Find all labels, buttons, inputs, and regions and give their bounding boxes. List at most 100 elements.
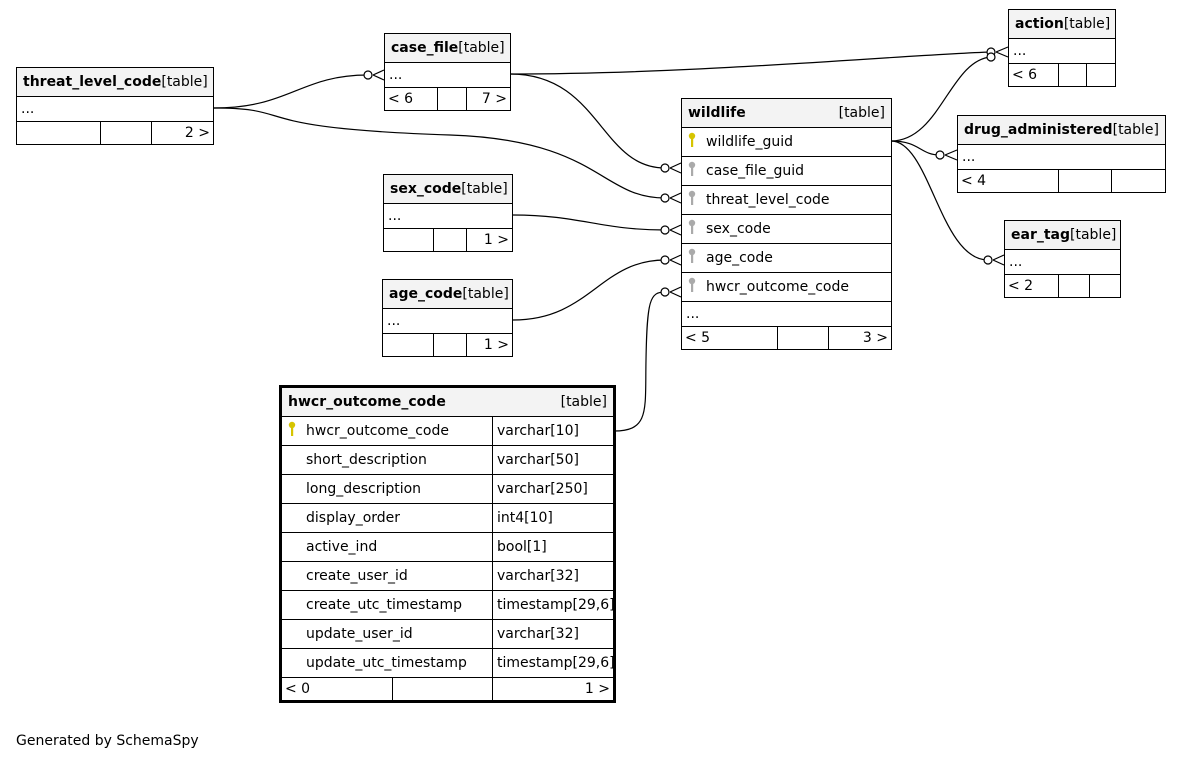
table-header: case_file [table]: [385, 34, 510, 63]
footer-right: [1087, 64, 1115, 86]
table-footer: 2 >: [17, 122, 213, 144]
link-outcome-wildlife: [613, 291, 666, 432]
column-type: timestamp[29,6]: [492, 591, 615, 619]
column-name: wildlife_guid: [706, 134, 793, 150]
table-kind: [table]: [461, 181, 508, 197]
footer-mid: [101, 122, 152, 144]
column-type: int4[10]: [492, 504, 613, 532]
footer-mid: [1059, 170, 1112, 192]
footer-right: [1112, 170, 1165, 192]
table-name: sex_code: [390, 181, 462, 197]
column-type: varchar[50]: [492, 446, 613, 474]
table-case-file[interactable]: case_file [table] ... < 6 7 >: [384, 33, 511, 111]
column-name: update_user_id: [306, 626, 413, 642]
column-row[interactable]: create_user_id varchar[32]: [282, 562, 613, 591]
link-casefile-wildlife: [509, 73, 666, 169]
column-type: bool[1]: [492, 533, 613, 561]
link-sex-wildlife: [512, 214, 666, 231]
footer-mid: [393, 678, 493, 700]
table-sex-code[interactable]: sex_code [table] ... 1 >: [383, 174, 513, 252]
footer-mid: [1059, 64, 1087, 86]
table-footer: 1 >: [383, 334, 512, 356]
column-name: short_description: [306, 452, 427, 468]
column-row[interactable]: age_code: [682, 244, 891, 273]
table-kind: [table]: [838, 105, 885, 121]
table-kind: [table]: [1063, 16, 1111, 32]
column-row[interactable]: case_file_guid: [682, 157, 891, 186]
columns-ellipsis: ...: [383, 309, 512, 334]
table-wildlife[interactable]: wildlife [table] wildlife_guid case_file…: [681, 98, 892, 350]
column-row[interactable]: wildlife_guid: [682, 128, 891, 157]
column-name: sex_code: [706, 221, 771, 237]
columns-ellipsis: ...: [17, 97, 213, 122]
table-name: threat_level_code: [23, 74, 162, 90]
primary-key-icon: [682, 132, 702, 152]
table-threat-level-code[interactable]: threat_level_code [table] ... 2 >: [16, 67, 214, 145]
columns-ellipsis: ...: [682, 302, 891, 327]
foreign-key-icon: [682, 277, 702, 297]
foreign-key-icon: [682, 190, 702, 210]
column-type: varchar[32]: [492, 562, 613, 590]
table-age-code[interactable]: age_code [table] ... 1 >: [382, 279, 513, 357]
foreign-key-icon: [682, 161, 702, 181]
column-row[interactable]: long_description varchar[250]: [282, 475, 613, 504]
footer-mid: [778, 327, 829, 349]
table-name: age_code: [389, 286, 463, 302]
column-row[interactable]: hwcr_outcome_code varchar[10]: [282, 417, 613, 446]
column-name: hwcr_outcome_code: [306, 423, 449, 439]
footer-left: < 6: [385, 88, 438, 110]
table-footer: < 6 7 >: [385, 88, 510, 110]
footer-mid: [438, 88, 467, 110]
table-footer: < 2: [1005, 275, 1120, 297]
table-kind: [table]: [458, 40, 505, 56]
table-header: sex_code [table]: [384, 175, 512, 204]
column-row[interactable]: short_description varchar[50]: [282, 446, 613, 475]
table-drug-administered[interactable]: drug_administered [table] ... < 4: [957, 115, 1166, 193]
column-row[interactable]: create_utc_timestamp timestamp[29,6]: [282, 591, 615, 620]
table-name: hwcr_outcome_code: [288, 394, 446, 410]
footer-right: 7 >: [481, 91, 507, 107]
table-header: ear_tag [table]: [1005, 221, 1120, 250]
table-kind: [table]: [161, 74, 208, 90]
table-kind: [table]: [560, 394, 607, 410]
table-header: drug_administered [table]: [958, 116, 1165, 145]
column-name: threat_level_code: [706, 192, 830, 208]
link-casefile-action: [509, 51, 992, 75]
column-type: varchar[32]: [492, 620, 613, 648]
table-footer: < 6: [1009, 64, 1115, 86]
columns-ellipsis: ...: [958, 145, 1165, 170]
footer-left: [384, 229, 434, 251]
column-row[interactable]: update_user_id varchar[32]: [282, 620, 613, 649]
link-wildlife-eartag: [890, 140, 989, 261]
column-row[interactable]: sex_code: [682, 215, 891, 244]
table-action[interactable]: action [table] ... < 6: [1008, 9, 1116, 87]
column-row[interactable]: hwcr_outcome_code: [682, 273, 891, 302]
footer-left: < 0: [282, 678, 393, 700]
column-row[interactable]: update_utc_timestamp timestamp[29,6]: [282, 649, 615, 678]
table-ear-tag[interactable]: ear_tag [table] ... < 2: [1004, 220, 1121, 298]
table-hwcr-outcome-code[interactable]: hwcr_outcome_code [table] hwcr_outcome_c…: [279, 385, 616, 703]
footer-mid: [434, 229, 467, 251]
footer-right: [1090, 275, 1120, 297]
footer-left: < 4: [958, 170, 1059, 192]
link-threat-wildlife: [213, 107, 666, 199]
table-name: ear_tag: [1011, 227, 1071, 243]
column-name: update_utc_timestamp: [306, 655, 467, 671]
columns-ellipsis: ...: [1005, 250, 1120, 275]
table-name: case_file: [391, 40, 459, 56]
columns-ellipsis: ...: [384, 204, 512, 229]
footer-right: 1 >: [483, 337, 509, 353]
table-kind: [table]: [1112, 122, 1159, 138]
footer-left: [17, 122, 101, 144]
column-row[interactable]: active_ind bool[1]: [282, 533, 613, 562]
footer-left: < 5: [682, 327, 778, 349]
table-footer: < 5 3 >: [682, 327, 891, 349]
footer-left: < 6: [1009, 64, 1059, 86]
column-row[interactable]: threat_level_code: [682, 186, 891, 215]
foreign-key-icon: [682, 248, 702, 268]
column-name: long_description: [306, 481, 422, 497]
footer-mid: [434, 334, 467, 356]
column-row[interactable]: display_order int4[10]: [282, 504, 613, 533]
column-type: varchar[250]: [492, 475, 613, 503]
link-age-wildlife: [512, 259, 666, 321]
